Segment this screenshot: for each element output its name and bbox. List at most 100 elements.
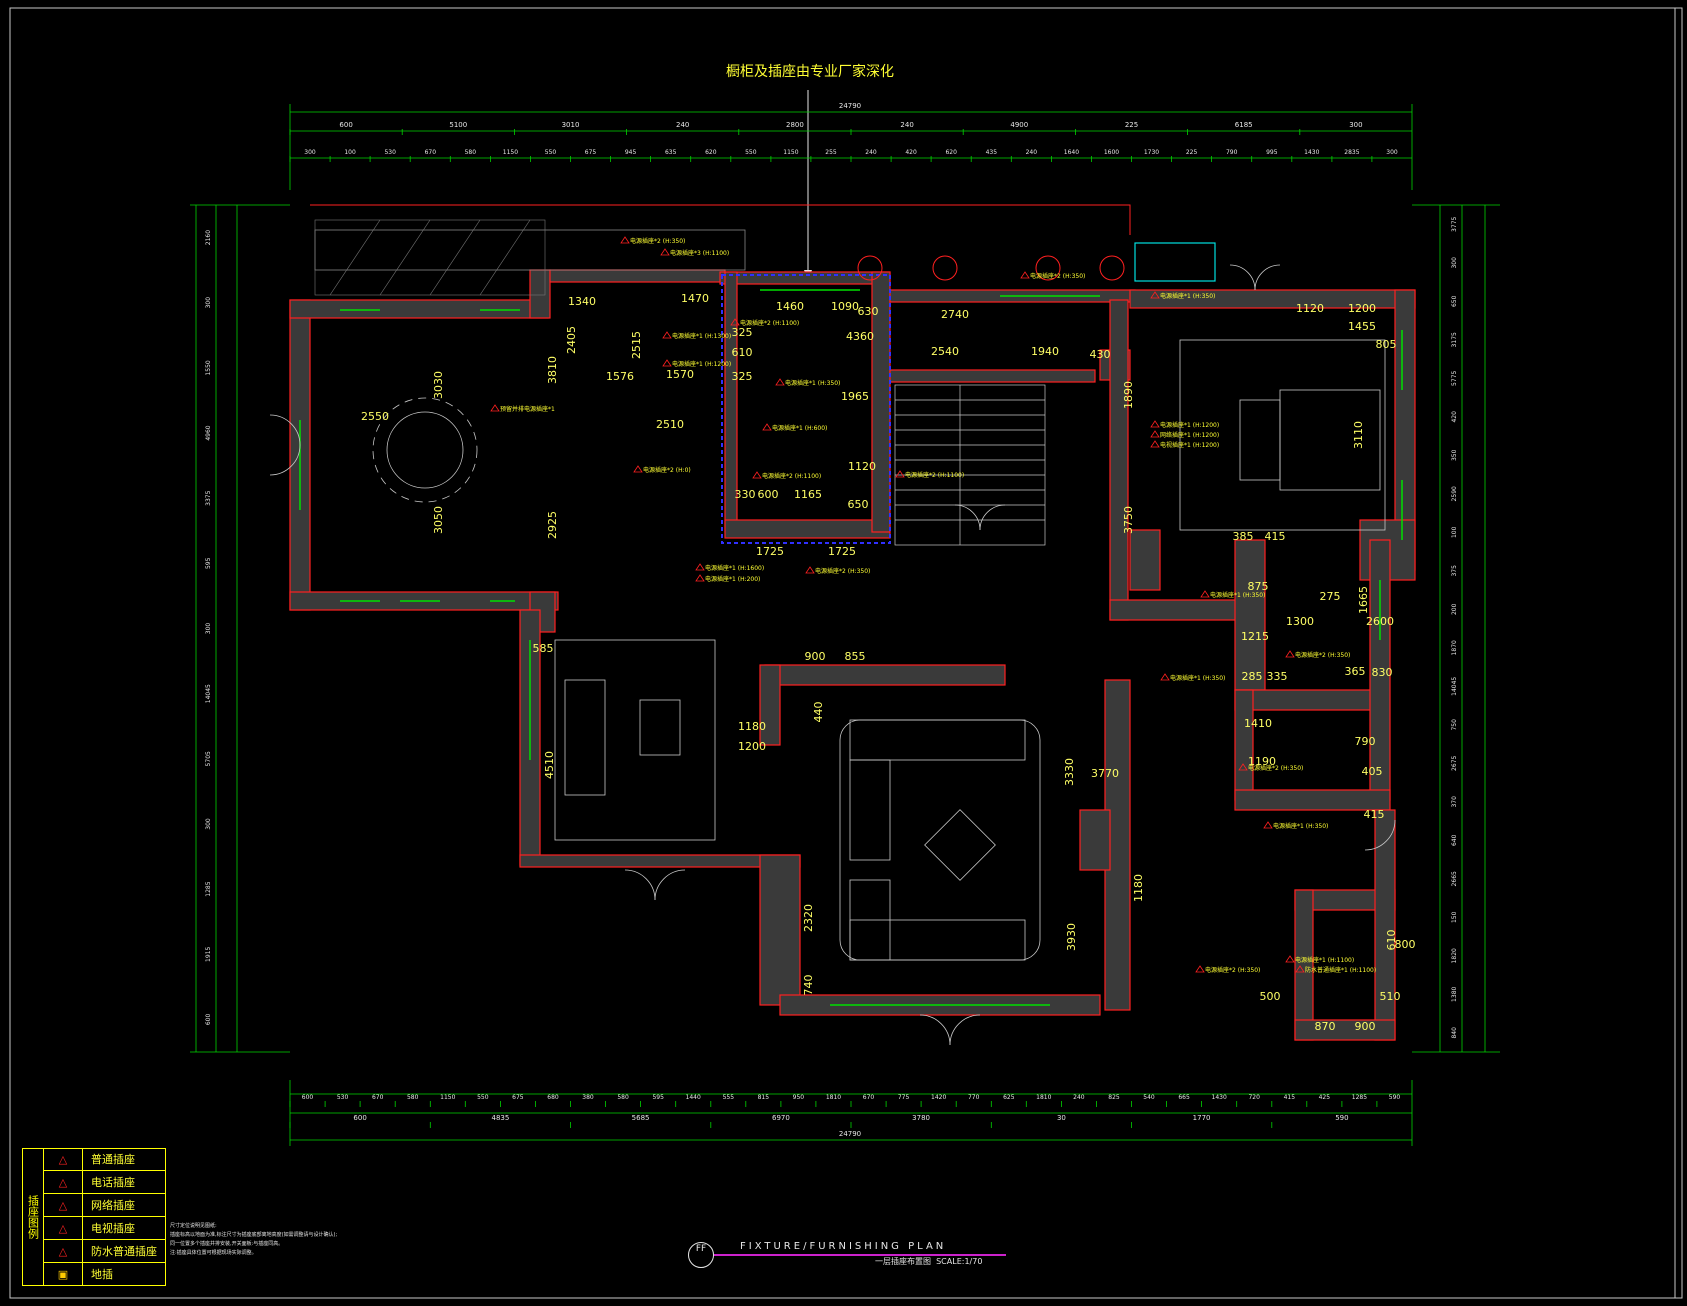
- legend-row: △防水普通插座: [44, 1240, 166, 1263]
- socket-marker-icon: [662, 331, 672, 339]
- room-dim: 1410: [1244, 717, 1272, 730]
- side-lounge: [554, 639, 716, 841]
- room-dim: 430: [1090, 348, 1111, 361]
- dim-label: 415: [1284, 1094, 1296, 1101]
- legend-label: 地插: [91, 1268, 113, 1281]
- socket-marker-icon: [620, 236, 630, 244]
- legend-label: 防水普通插座: [91, 1245, 157, 1258]
- socket-marker-icon: [633, 465, 643, 473]
- note-line: 注:插座具体位置可根据现场实际调整。: [170, 1250, 257, 1256]
- room-dim: 510: [1380, 990, 1401, 1003]
- room-dim: 1200: [1348, 302, 1376, 315]
- dim-label: 300: [205, 297, 212, 309]
- socket-label: 电源插座*3 (H:1100): [670, 249, 729, 257]
- dim-label: 720: [1248, 1094, 1260, 1101]
- dim-label: 600: [353, 1114, 366, 1122]
- socket-marker-icon: [730, 318, 740, 326]
- dim-label: 240: [1073, 1094, 1085, 1101]
- room-dim: 1576: [606, 370, 634, 383]
- room-dim: 1460: [776, 300, 804, 313]
- room-dim: 1200: [738, 740, 766, 753]
- room-dim: 405: [1362, 765, 1383, 778]
- room-dim: 790: [1355, 735, 1376, 748]
- dim-label: 4900: [1010, 121, 1028, 129]
- dim-label: 815: [758, 1094, 770, 1101]
- dim-label: 1915: [205, 946, 212, 961]
- legend-label: 电视插座: [91, 1222, 135, 1235]
- walls: [289, 229, 1416, 1041]
- room-dim: 1725: [756, 545, 784, 558]
- dim-label: 375: [1451, 565, 1458, 577]
- dim-label: 420: [1451, 411, 1458, 423]
- room-dim: 585: [533, 642, 554, 655]
- top-total-dim: 24790: [839, 102, 861, 110]
- dim-label: 550: [745, 149, 757, 156]
- dim-label: 665: [1178, 1094, 1190, 1101]
- dim-label: 550: [477, 1094, 489, 1101]
- dim-label: 600: [339, 121, 352, 129]
- room-dim: 4510: [543, 751, 556, 779]
- dim-label: 670: [425, 149, 437, 156]
- legend-row: △网络插座: [44, 1194, 166, 1217]
- dim-label: 650: [1451, 295, 1458, 307]
- socket-label: 电源插座*2 (H:350): [1295, 651, 1350, 659]
- dim-label: 2675: [1451, 755, 1458, 770]
- dim-label: 675: [512, 1094, 524, 1101]
- room-dim: 800: [1395, 938, 1416, 951]
- dim-label: 300: [1386, 149, 1398, 156]
- socket-marker-icon: [1160, 673, 1170, 681]
- room-dim: 740: [802, 975, 815, 996]
- room-dim: 4360: [846, 330, 874, 343]
- dim-label: 540: [1143, 1094, 1155, 1101]
- legend-row: △电话插座: [44, 1171, 166, 1194]
- room-dim: 1340: [568, 295, 596, 308]
- socket-marker-icon: [1238, 763, 1248, 771]
- socket-marker-icon: [1150, 420, 1160, 428]
- socket-label: 电源插座*2 (H:1100): [762, 472, 821, 480]
- notes-block: 尺寸定位说明见图纸: 插座标高以地面为准,标注尺寸为插座底部离地高度(如需调整请…: [170, 1222, 460, 1258]
- room-dim: 1725: [828, 545, 856, 558]
- legend-label: 网络插座: [91, 1199, 135, 1212]
- room-dim: 875: [1248, 580, 1269, 593]
- room-dim: 3930: [1065, 923, 1078, 951]
- dim-label: 240: [1026, 149, 1038, 156]
- socket-label: 电源插座*2 (H:0): [643, 466, 691, 474]
- dim-label: 580: [465, 149, 477, 156]
- socket-marker-icon: [895, 470, 905, 478]
- room-dim: 415: [1364, 808, 1385, 821]
- room-dim: 3750: [1122, 506, 1135, 534]
- room-dim: 2600: [1366, 615, 1394, 628]
- note-line: 同一位置多个插座并排安装,开关面板:与插座同高。: [170, 1241, 284, 1247]
- dim-label: 3775: [1451, 216, 1458, 231]
- dim-label: 6185: [1235, 121, 1253, 129]
- socket-marker-icon: [695, 574, 705, 582]
- bottom-dimension-chains: [289, 1080, 1413, 1146]
- dim-label: 6970: [772, 1114, 790, 1122]
- dim-label: 580: [407, 1094, 419, 1101]
- socket-marker-icon: [490, 404, 500, 412]
- dim-label: 300: [1451, 257, 1458, 269]
- dim-label: 5705: [205, 751, 212, 766]
- dim-label: 3780: [912, 1114, 930, 1122]
- legend-row: △普通插座: [44, 1148, 166, 1171]
- socket-label: 防水普通插座*1 (H:1100): [1305, 966, 1376, 974]
- dim-label: 640: [1451, 834, 1458, 846]
- drawing-scale: SCALE:1/70: [936, 1257, 983, 1266]
- socket-label: 电源插座*1 (H:1100): [1295, 956, 1354, 964]
- dim-label: 1430: [1212, 1094, 1227, 1101]
- dim-label: 750: [1451, 719, 1458, 731]
- dim-label: 590: [1389, 1094, 1401, 1101]
- room-dim: 1180: [738, 720, 766, 733]
- drawing-code: FF: [695, 1244, 707, 1254]
- dim-label: 1285: [1352, 1094, 1367, 1101]
- room-dim: 3770: [1091, 767, 1119, 780]
- socket-label: 电源插座*1 (H:600): [772, 424, 827, 432]
- room-dim: 385: [1233, 530, 1254, 543]
- room-dim: 830: [1372, 666, 1393, 679]
- dim-label: 1600: [1104, 149, 1119, 156]
- dim-label: 1810: [1036, 1094, 1051, 1101]
- dim-label: 670: [863, 1094, 875, 1101]
- socket-label: 电源插座*2 (H:1100): [905, 471, 964, 479]
